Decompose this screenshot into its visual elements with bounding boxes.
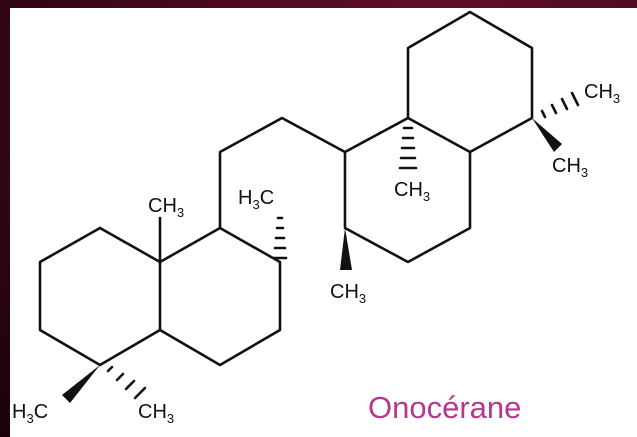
methyl-labels: CH3 H3C CH3 CH3 CH3 CH3 H3C CH3 [12, 81, 620, 426]
hash-bond-bottom-right [106, 365, 147, 400]
wedge-bond-lower [340, 228, 352, 270]
label-h3c-mid-left: H3C [238, 187, 274, 212]
hash-bond-far-right-top [540, 91, 580, 119]
label-h3c-bottom-left: H3C [12, 401, 48, 426]
white-panel [10, 8, 637, 437]
hash-bond-mid-right [398, 126, 418, 170]
ring-d [406, 10, 534, 154]
label-ch3-far-right-top: CH3 [584, 81, 620, 106]
ring-b [158, 226, 282, 367]
molecule-name: Onocérane [368, 390, 521, 425]
label-ch3-mid-right: CH3 [394, 179, 430, 204]
label-ch3-far-right-bottom: CH3 [552, 155, 588, 180]
wedge-bond-far-right-bottom [532, 118, 562, 152]
label-ch3-bottom-right: CH3 [138, 401, 174, 426]
label-ch3-top-left: CH3 [148, 195, 184, 220]
hash-bond-mid-left [272, 216, 288, 260]
wedge-bond-bottom-left [62, 365, 100, 403]
label-ch3-lower: CH3 [330, 281, 366, 306]
linker-left [218, 116, 347, 230]
methyl-bonds [62, 91, 580, 403]
